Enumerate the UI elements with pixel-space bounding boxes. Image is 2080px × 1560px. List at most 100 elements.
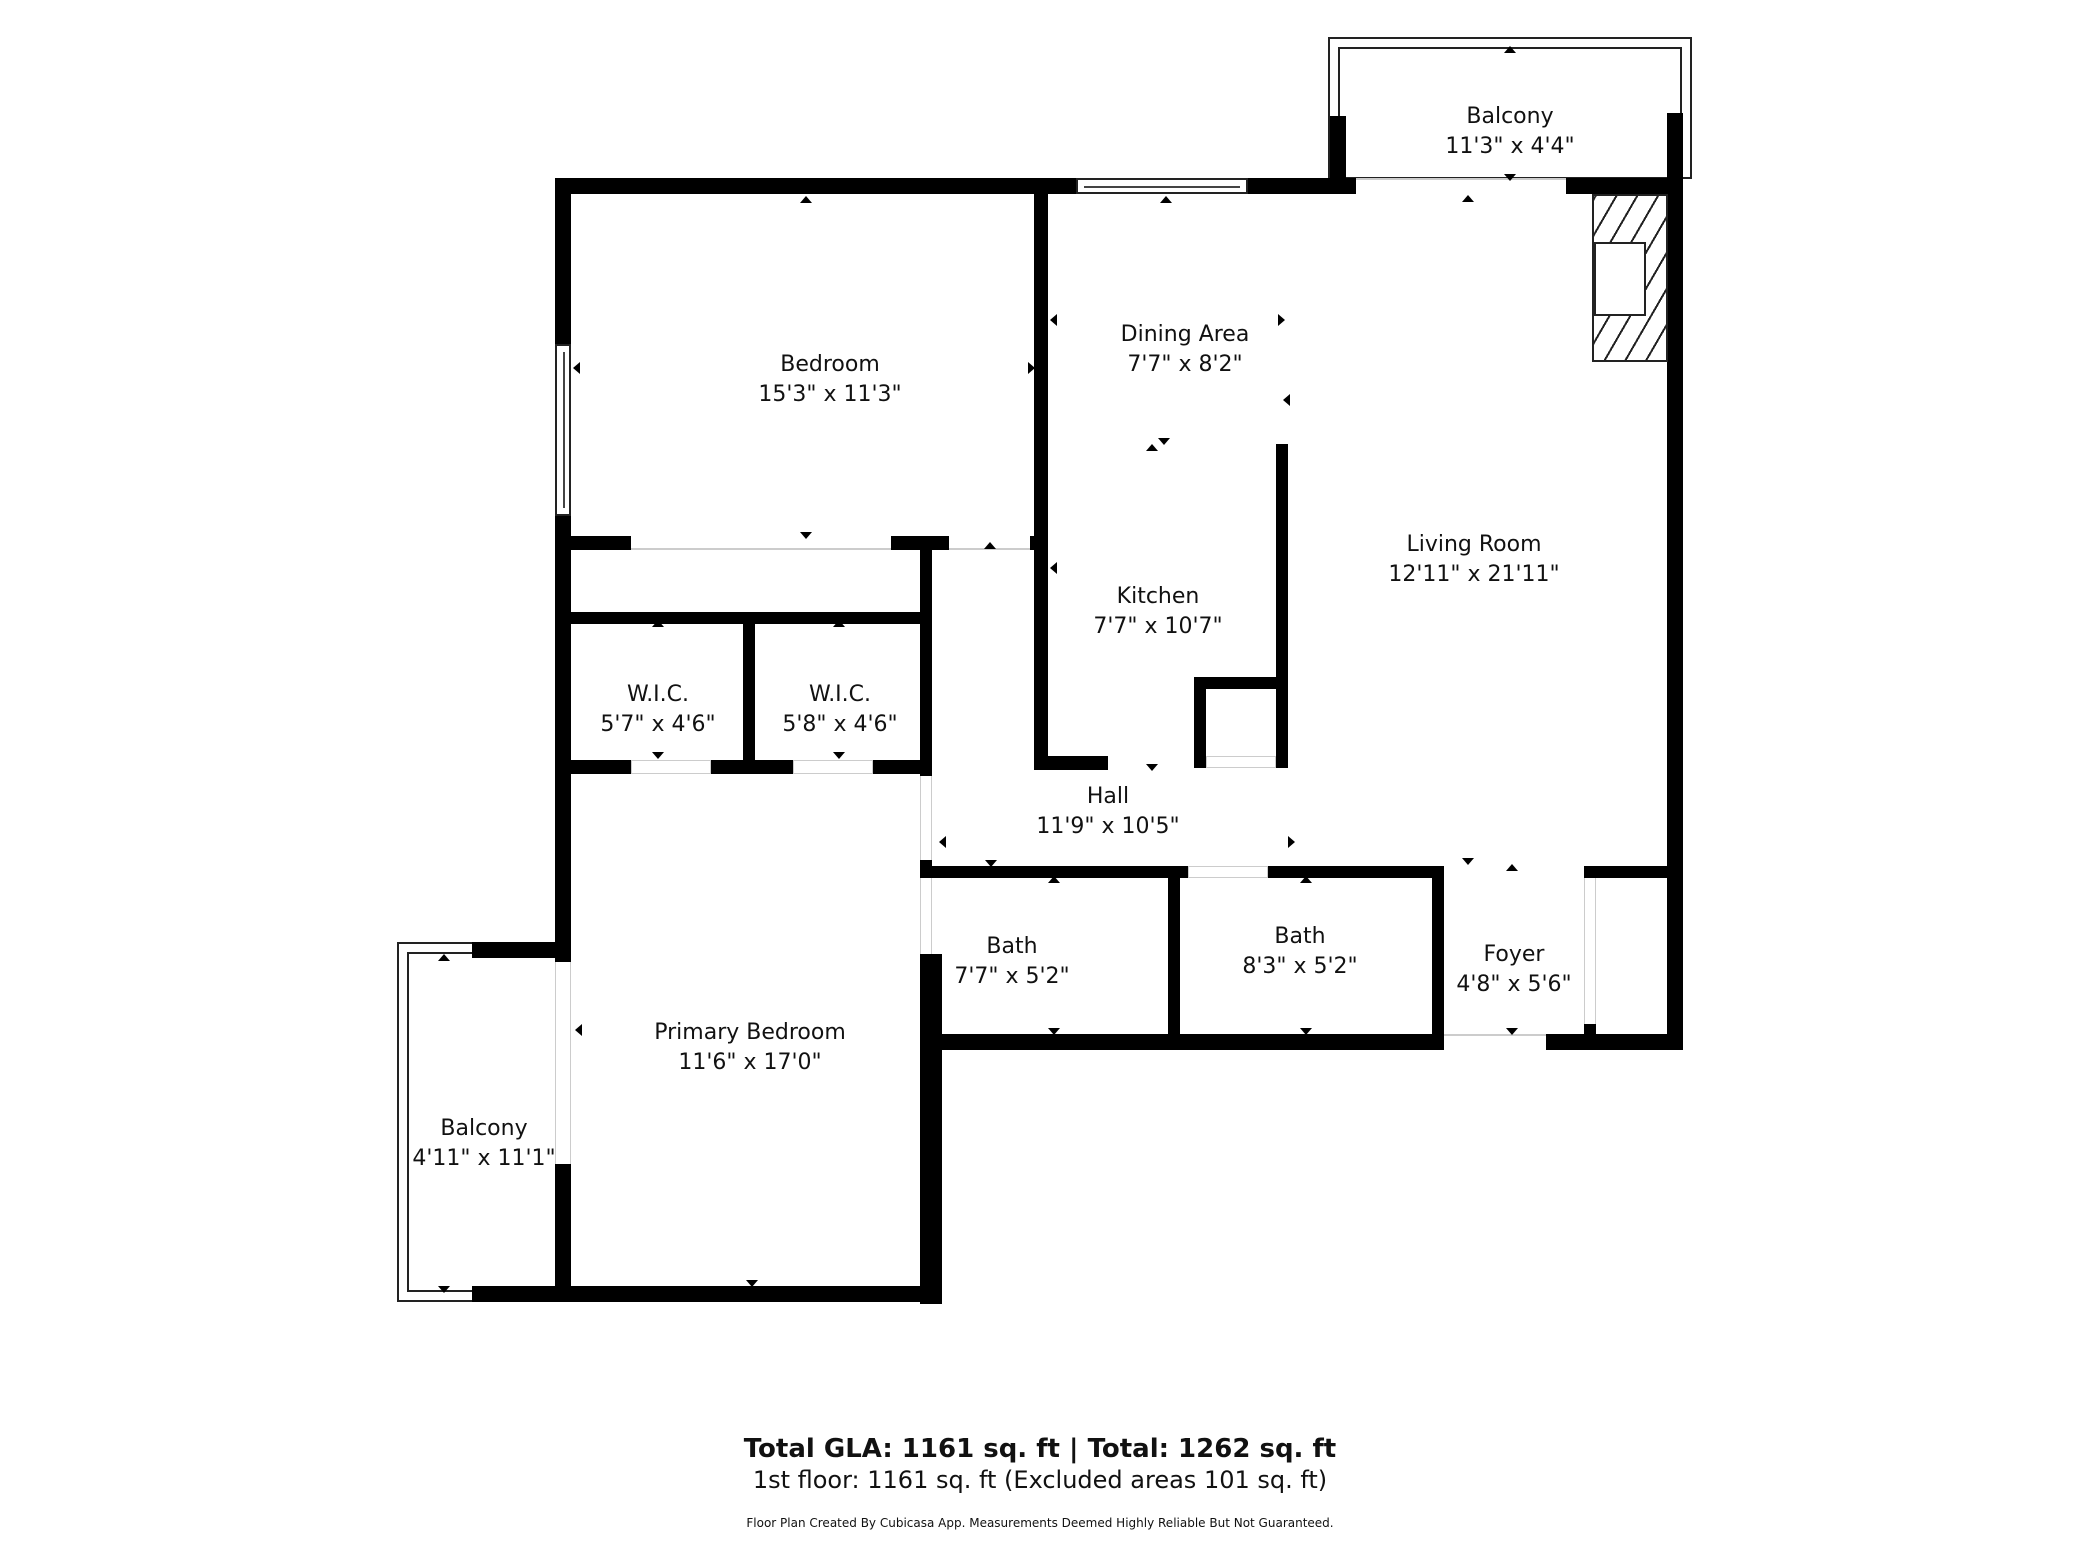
primary-bedroom-opening [920, 776, 932, 860]
dimension-arrow [984, 542, 996, 549]
disclaimer: Floor Plan Created By Cubicasa App. Meas… [746, 1516, 1334, 1530]
room-label-kitchen: Kitchen 7'7" x 10'7" [1093, 584, 1223, 639]
dimension-arrow [1050, 314, 1057, 326]
dimension-arrow [1278, 314, 1285, 326]
closet-opening [631, 548, 891, 550]
area-totals: Total GLA: 1161 sq. ft | Total: 1262 sq.… [743, 1434, 1337, 1464]
wall [555, 516, 571, 962]
wall [1546, 1034, 1683, 1050]
dimension-arrow [1160, 196, 1172, 203]
hall-opening [949, 548, 1034, 550]
wall [1194, 677, 1206, 768]
front-door [1444, 1034, 1546, 1036]
dimension-arrow [1048, 876, 1060, 883]
wall [555, 178, 571, 344]
wall [1330, 116, 1346, 178]
pantry-door [1206, 756, 1276, 768]
dimension-arrow [833, 752, 845, 759]
wall [1566, 178, 1683, 194]
dimension-arrow [985, 860, 997, 867]
wall [873, 760, 931, 774]
wall [555, 1286, 942, 1302]
wall [472, 1286, 571, 1302]
dimension-arrow [1462, 195, 1474, 202]
dimension-arrow [1667, 396, 1674, 408]
room-label-bath-2: Bath 8'3" x 5'2" [1242, 924, 1358, 979]
wall [1268, 866, 1444, 878]
wall [920, 548, 932, 776]
dimension-arrow [573, 362, 580, 374]
dimension-arrow [800, 196, 812, 203]
dimension-arrow [1462, 858, 1474, 865]
wall [1030, 536, 1048, 550]
dimension-arrow [800, 532, 812, 539]
dimension-arrow [1506, 1028, 1518, 1035]
wall [920, 1034, 1444, 1050]
wall [1276, 444, 1288, 768]
dimension-arrow [1504, 174, 1516, 181]
wall [555, 1164, 571, 1302]
wall [1432, 866, 1444, 1050]
wall [1584, 866, 1596, 878]
wall [1248, 178, 1356, 194]
dimension-arrow [438, 954, 450, 961]
wall [1584, 866, 1683, 878]
room-label-balcony-left: Balcony 4'11" x 11'1" [412, 1116, 556, 1171]
room-label-foyer: Foyer 4'8" x 5'6" [1456, 942, 1572, 997]
room-label-primary-bedroom: Primary Bedroom 11'6" x 17'0" [654, 1020, 846, 1075]
dimension-arrow [833, 620, 845, 627]
balcony-opening [1356, 178, 1566, 180]
bath-door [920, 874, 932, 954]
room-label-hall: Hall 11'9" x 10'5" [1036, 784, 1180, 839]
wall [1194, 677, 1288, 689]
room-label-wic-2: W.I.C. 5'8" x 4'6" [782, 682, 898, 737]
floor-area-line: 1st floor: 1161 sq. ft (Excluded areas 1… [752, 1466, 1328, 1494]
room-label-balcony-top: Balcony 11'3" x 4'4" [1445, 104, 1575, 159]
dimension-arrow [1146, 764, 1158, 771]
room-label-bath-1: Bath 7'7" x 5'2" [954, 934, 1070, 989]
wall [743, 612, 755, 774]
dimension-arrow [575, 1024, 582, 1036]
dimension-arrow [652, 752, 664, 759]
closet-door [1584, 878, 1596, 1024]
room-label-bedroom: Bedroom 15'3" x 11'3" [758, 352, 902, 407]
dimension-arrow [652, 620, 664, 627]
dimension-arrow [1028, 362, 1035, 374]
wall [891, 536, 949, 550]
wall [1584, 1024, 1596, 1036]
wall [555, 536, 631, 550]
wall [472, 942, 571, 958]
dimension-arrow [1050, 562, 1057, 574]
wic-door [793, 760, 873, 774]
wall [1168, 866, 1180, 1050]
dimension-arrow [939, 836, 946, 848]
dimension-arrow [1300, 1028, 1312, 1035]
fireplace [1592, 194, 1668, 362]
dimension-arrow [1288, 836, 1295, 848]
room-label-dining-area: Dining Area 7'7" x 8'2" [1120, 322, 1250, 377]
dimension-arrow [1283, 394, 1290, 406]
dimension-arrow [1048, 1028, 1060, 1035]
wall [1667, 113, 1683, 183]
window [1076, 178, 1248, 194]
dimension-arrow [1506, 864, 1518, 871]
wall [555, 178, 1076, 194]
wall [1034, 756, 1108, 770]
dimension-arrow [1278, 562, 1285, 574]
dimension-arrow [1158, 438, 1170, 445]
dimension-arrow [744, 766, 756, 773]
bath-door [1188, 866, 1268, 878]
dimension-arrow [1146, 444, 1158, 451]
fireplace-hearth [1594, 242, 1646, 316]
room-label-living-room: Living Room 12'11" x 21'11" [1388, 532, 1560, 587]
wic-door [631, 760, 711, 774]
dimension-arrow [1504, 46, 1516, 53]
window [555, 344, 571, 516]
wall [1667, 178, 1683, 1050]
dimension-arrow [746, 1280, 758, 1287]
wall [1034, 178, 1048, 770]
dimension-arrow [1300, 876, 1312, 883]
balcony-door-opening [555, 962, 571, 1164]
wall [920, 954, 942, 1304]
dimension-arrow [921, 1024, 928, 1036]
